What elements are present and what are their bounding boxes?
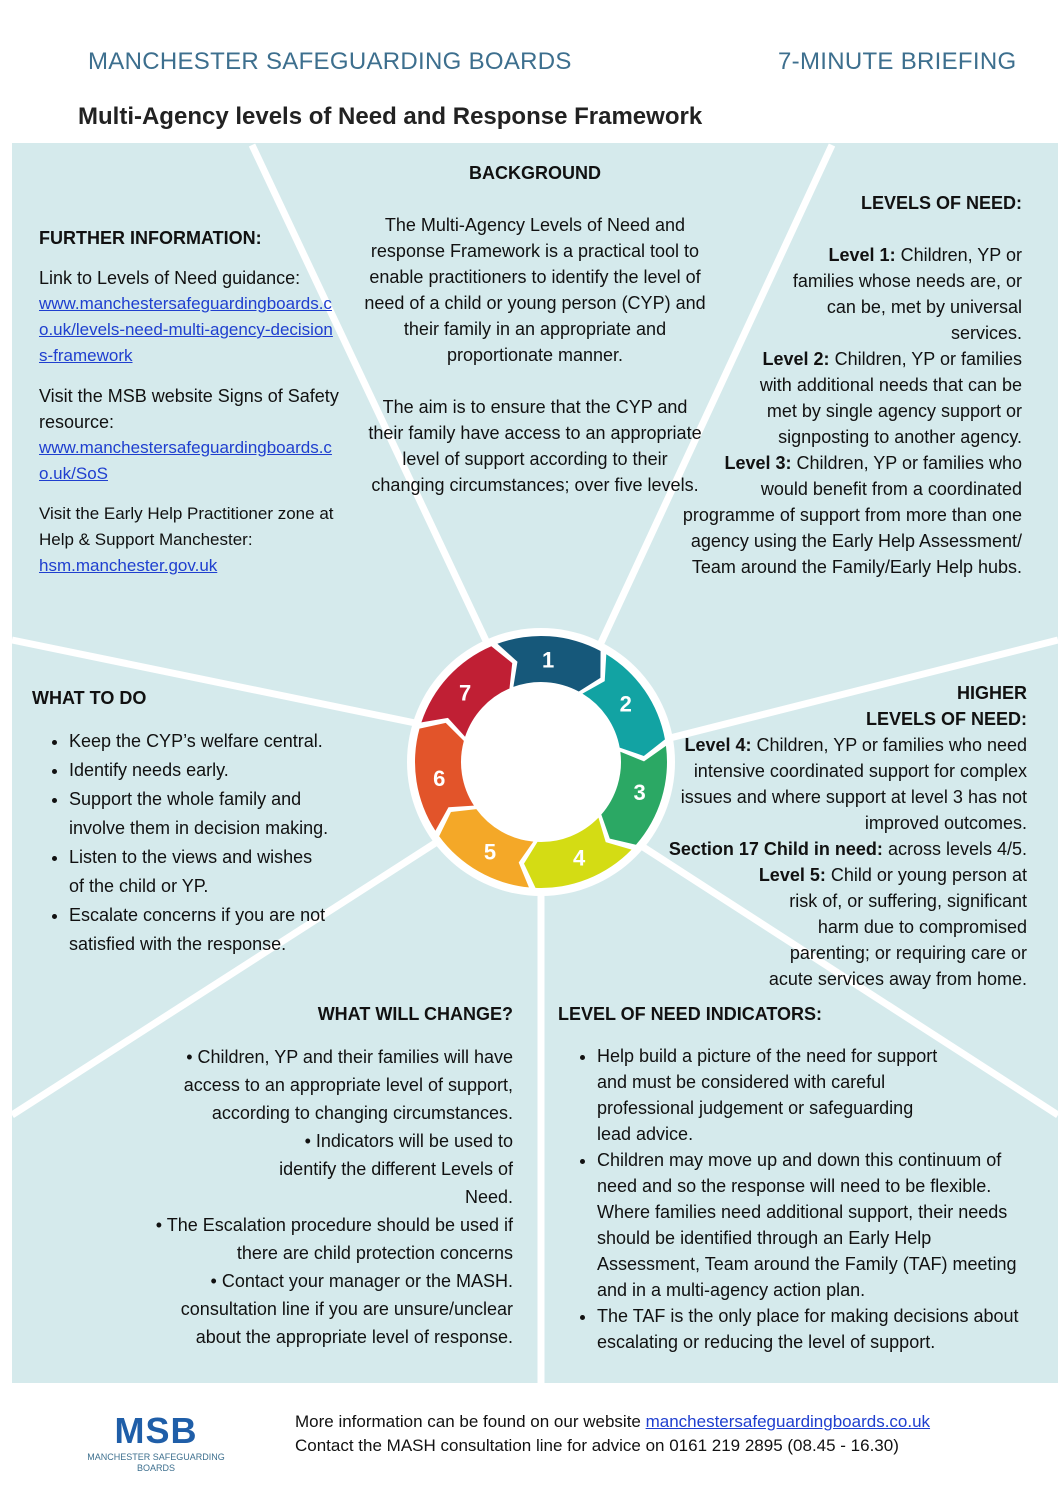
what-to-do-section: WHAT TO DO Keep the CYP’s welfare centra…	[32, 685, 352, 959]
level-1: Level 1: Children, YP or families whose …	[680, 242, 1022, 346]
list-item: • The Escalation procedure should be use…	[155, 1215, 513, 1263]
wheel-label-6: 6	[433, 766, 445, 791]
background-heading: BACKGROUND	[469, 163, 601, 183]
level-3-label: Level 3:	[724, 453, 792, 473]
list-item: Children may move up and down this conti…	[597, 1147, 1022, 1303]
level-3: Level 3: Children, YP or families who wo…	[680, 450, 1022, 580]
list-item: The TAF is the only place for making dec…	[597, 1303, 1022, 1355]
higher-heading-1: HIGHER	[956, 683, 1027, 703]
list-item: • Indicators will be used to identify th…	[279, 1131, 513, 1207]
wheel-label-3: 3	[633, 780, 645, 805]
footer-line-2: Contact the MASH consultation line for a…	[295, 1436, 899, 1455]
wheel-label-1: 1	[542, 647, 554, 672]
indicators-section: LEVEL OF NEED INDICATORS: Help build a p…	[558, 1001, 1028, 1355]
wheel-label-5: 5	[484, 839, 496, 864]
wheel-label-2: 2	[620, 692, 632, 717]
list-item: • Children, YP and their families will h…	[183, 1047, 513, 1123]
what-to-do-heading: WHAT TO DO	[32, 688, 147, 708]
list-item: Identify needs early.	[69, 756, 329, 785]
org-name: MANCHESTER SAFEGUARDING BOARDS	[88, 48, 572, 75]
list-item: Listen to the views and wishes of the ch…	[69, 843, 329, 901]
levels-guidance-link[interactable]: www.manchestersafeguardingboards.co.uk/l…	[39, 294, 333, 365]
list-item: Keep the CYP’s welfare central.	[69, 727, 329, 756]
page-title: Multi-Agency levels of Need and Response…	[78, 103, 703, 130]
level-4-text: Children, YP or families who need intens…	[680, 735, 1027, 833]
logo-subtitle-2: BOARDS	[136, 1463, 175, 1473]
level-5-label: Level 5:	[758, 865, 826, 885]
wheel-segment-2	[582, 654, 665, 756]
wheel-segment-7	[421, 646, 513, 737]
levels-wheel: 1 2 3 4 5 6 7	[407, 628, 675, 896]
footer-info: More information can be found on our web…	[295, 1410, 930, 1458]
what-change-section: WHAT WILL CHANGE? • Children, YP and the…	[108, 1001, 513, 1351]
level-5-text: Child or young person at risk of, or suf…	[768, 865, 1027, 989]
website-link[interactable]: manchestersafeguardingboards.co.uk	[645, 1412, 931, 1431]
section-17: Section 17 Child in need: across levels …	[655, 836, 1027, 862]
level-2-label: Level 2:	[762, 349, 830, 369]
what-change-heading: WHAT WILL CHANGE?	[317, 1004, 513, 1024]
background-section: BACKGROUND The Multi-Agency Levels of Ne…	[345, 160, 725, 498]
msb-logo: MSB MANCHESTER SAFEGUARDING BOARDS	[86, 1410, 226, 1474]
level-1-label: Level 1:	[828, 245, 896, 265]
wheel-segment-6	[415, 722, 474, 831]
list-item: Escalate concerns if you are not satisfi…	[69, 901, 329, 959]
wheel-label-7: 7	[459, 680, 471, 705]
level-1-text: Children, YP or families whose needs are…	[792, 245, 1022, 343]
background-paragraph-1: The Multi-Agency Levels of Need and resp…	[364, 215, 706, 365]
level-4-label: Level 4:	[684, 735, 752, 755]
level-2-text: Children, YP or families with additional…	[759, 349, 1022, 447]
levels-guidance-intro: Link to Levels of Need guidance:	[39, 268, 301, 288]
wheel-label-4: 4	[573, 846, 586, 871]
section-17-label: Section 17 Child in need:	[668, 839, 883, 859]
higher-heading-2: LEVELS OF NEED:	[865, 709, 1027, 729]
logo-text: MSB	[114, 1410, 198, 1451]
sos-link[interactable]: www.manchestersafeguardingboards.co.uk/S…	[39, 438, 332, 483]
wheel-segment-3	[601, 745, 667, 845]
indicators-heading: LEVEL OF NEED INDICATORS:	[558, 1004, 823, 1024]
higher-levels-section: HIGHER LEVELS OF NEED: Level 4: Children…	[655, 680, 1027, 992]
what-to-do-list: Keep the CYP’s welfare central. Identify…	[32, 727, 329, 959]
what-change-list: • Children, YP and their families will h…	[108, 1043, 513, 1351]
further-info-heading: FURTHER INFORMATION:	[39, 228, 262, 248]
section-17-text: across levels 4/5.	[887, 839, 1027, 859]
level-3-text: Children, YP or families who would benef…	[682, 453, 1022, 577]
wheel-segment-1	[497, 636, 601, 692]
sos-intro: Visit the MSB website Signs of Safety re…	[39, 386, 339, 432]
further-info-section: FURTHER INFORMATION: Link to Levels of N…	[39, 225, 339, 579]
footer-line-1: More information can be found on our web…	[295, 1412, 931, 1431]
list-item: • Contact your manager or the MASH. cons…	[180, 1271, 513, 1347]
briefing-label: 7-MINUTE BRIEFING	[778, 48, 1017, 75]
wheel-segment-4	[524, 817, 632, 888]
list-item: Help build a picture of the need for sup…	[597, 1043, 1022, 1147]
levels-heading: LEVELS OF NEED:	[860, 193, 1022, 213]
levels-section: LEVELS OF NEED: Level 1: Children, YP or…	[680, 190, 1022, 580]
level-5: Level 5: Child or young person at risk o…	[655, 862, 1027, 992]
background-paragraph-2: The aim is to ensure that the CYP and th…	[368, 397, 702, 495]
list-item: Support the whole family and involve the…	[69, 785, 329, 843]
logo-subtitle-1: MANCHESTER SAFEGUARDING	[87, 1452, 225, 1462]
wheel-segment-5	[439, 809, 534, 888]
indicators-list: Help build a picture of the need for sup…	[558, 1043, 1022, 1355]
hsm-link[interactable]: hsm.manchester.gov.uk	[39, 556, 218, 575]
level-4: Level 4: Children, YP or families who ne…	[655, 732, 1027, 836]
early-help-intro: Visit the Early Help Practitioner zone a…	[39, 504, 334, 549]
level-2: Level 2: Children, YP or families with a…	[680, 346, 1022, 450]
